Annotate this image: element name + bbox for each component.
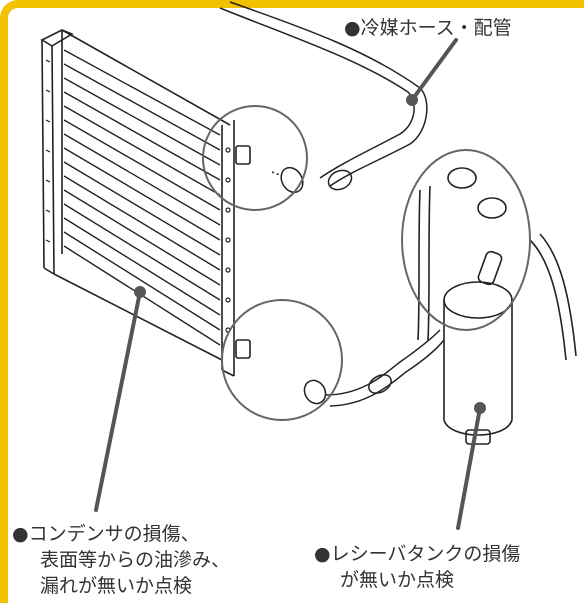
label-condenser-line1: ●コンデンサの損傷、 — [12, 523, 200, 545]
label-receiver-line1: ●レシーバタンクの損傷 — [314, 543, 521, 565]
inspection-circles — [202, 105, 531, 421]
label-refrigerant-hose: ●冷媒ホース・配管 — [344, 17, 512, 39]
circle-condenser-top — [202, 105, 308, 211]
label-condenser-line2: 表面等からの油滲み、 — [40, 549, 231, 571]
label-condenser-line3: 漏れが無いか点検 — [40, 575, 193, 597]
leader-lines — [94, 38, 482, 530]
condenser-drawing — [40, 29, 251, 377]
label-receiver-line2: が無いか点検 — [340, 569, 455, 591]
leader-receiver — [456, 406, 482, 530]
leader-dots — [134, 94, 486, 414]
lower-hose-drawing — [303, 329, 445, 407]
circle-condenser-bottom — [221, 299, 343, 421]
circle-receiver — [401, 149, 531, 331]
leader-condenser — [94, 290, 142, 512]
leader-hose — [410, 38, 458, 102]
receiver-tank-drawing — [417, 167, 577, 445]
